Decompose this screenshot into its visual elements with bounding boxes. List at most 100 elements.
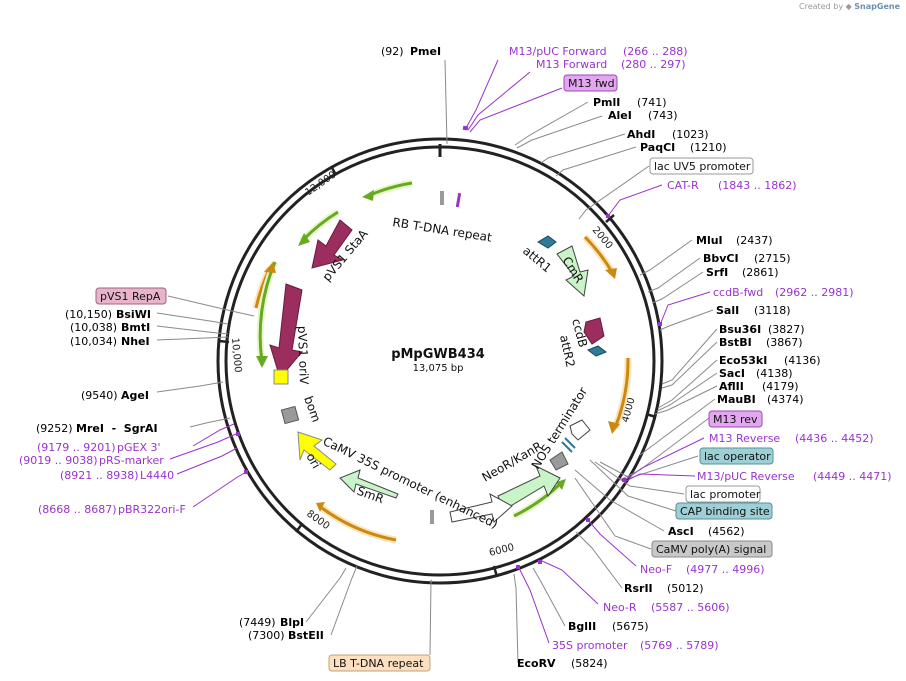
leader-agei <box>156 381 224 393</box>
leader-lacop <box>599 455 699 479</box>
leader-bsiwi <box>156 312 229 325</box>
enzyme-name-bsu36i: Bsu36I <box>719 323 761 336</box>
primer-name-cat-r: CAT-R <box>667 179 699 192</box>
enzyme-pos-bbvci: (2715) <box>754 252 791 265</box>
bom-box <box>280 405 300 425</box>
nos-term-arrow <box>569 419 591 441</box>
leader-sali <box>659 309 714 331</box>
enzyme-pos-pmei: (92) <box>381 45 404 58</box>
leader-nhei <box>156 336 229 341</box>
leader-srfi <box>651 271 704 304</box>
enzyme-name-bbvci: BbvCI <box>703 252 739 265</box>
leader-mrei <box>189 417 231 428</box>
lb-gray-mark <box>430 510 434 524</box>
enzyme-pos-bsiwi: (10,150) <box>65 308 112 321</box>
leader-cat-r <box>607 184 663 217</box>
enzyme-pos-ecorv: (5824) <box>571 657 608 670</box>
primer-name-neo-f: Neo-F <box>640 563 672 576</box>
arc-bottom-orange <box>319 505 397 544</box>
arrowhead-right-orange-2 <box>608 421 620 434</box>
primer-mark-m13rev <box>622 478 626 482</box>
enzyme-pos-asci: (4562) <box>708 525 745 538</box>
primer-name-l4440: L4440 <box>140 469 174 482</box>
enzyme-name-rsrii: RsrII <box>624 582 653 595</box>
enzyme-pos-eco53ki: (4136) <box>784 354 821 367</box>
leader-rsrii <box>575 531 623 589</box>
label-bom: bom <box>301 394 323 424</box>
enzyme-name-paqci: PaqCI <box>640 141 675 154</box>
primer-mark-neof <box>586 518 590 522</box>
primer-name-prs: pRS-marker <box>99 454 164 467</box>
arrowhead-bottom-green <box>556 479 566 490</box>
primer-range-m13puc-rev: (4449 .. 4471) <box>813 470 892 483</box>
primer-range-prs: (9019 .. 9038) <box>19 454 98 467</box>
primer-mark-ccdb <box>658 322 662 326</box>
enzyme-pos-aflii: (4179) <box>762 380 799 393</box>
leader-pbr322 <box>192 471 247 508</box>
leader-35s <box>517 565 550 644</box>
enzyme-name-bglii: BglII <box>568 620 596 633</box>
credit-brand: SnapGene <box>854 2 900 11</box>
enzyme-name-sali: SalI <box>716 304 739 317</box>
primer-name-m13puc-fwd: M13/pUC Forward <box>509 45 607 58</box>
primer-range-m13-fwd: (280 .. 297) <box>621 58 686 71</box>
enzyme-pos-srfi: (2861) <box>742 266 779 279</box>
arrowhead-bottom-orange <box>316 502 325 512</box>
arc-bottom-green-inner <box>513 482 562 518</box>
enzyme-name-nhei: NheI <box>121 335 150 348</box>
tick-label-10000: 10,000 <box>229 337 243 373</box>
box-label-m13rev: M13 rev <box>713 413 758 426</box>
label-attr1: attR1 <box>520 244 554 276</box>
leader-m13puc-rev <box>623 473 696 483</box>
primer-leaders <box>169 59 711 644</box>
enzyme-pos-agei: (9540) <box>81 389 118 402</box>
enzyme-leaders <box>156 59 718 664</box>
arrowhead-staa <box>298 233 310 246</box>
enzyme-name-agei: AgeI <box>121 389 149 402</box>
box-camvpa <box>651 540 773 558</box>
primer-name-35s: 35S promoter <box>552 639 628 652</box>
box-label-repa: pVS1 RepA <box>100 290 161 303</box>
enzyme-pos-bsteii: (7300) <box>248 629 285 642</box>
primer-mark-rb <box>455 192 462 208</box>
enzyme-pos-sali: (3118) <box>754 304 791 317</box>
snapgene-logo-icon: ◆ <box>845 2 852 11</box>
arrowhead-left-green <box>256 356 268 368</box>
enzyme-name-bsiwi: BsiWI <box>116 308 151 321</box>
box-repa <box>95 287 167 305</box>
box-m13rev <box>708 410 763 428</box>
primer-mark-catr <box>606 214 610 218</box>
box-lbtdna <box>328 654 431 672</box>
enzyme-pos-maubi: (4374) <box>767 393 804 406</box>
smr-arrow <box>339 469 399 499</box>
primer-range-m13-reverse: (4436 .. 4452) <box>795 432 874 445</box>
leader-paqci <box>555 146 637 177</box>
box-label-cap: CAP binding site <box>680 505 770 518</box>
tick-6000 <box>492 565 499 578</box>
label-pvs1-oriv: pVS1 oriV <box>295 326 311 386</box>
box-label-m13fwd: M13 fwd <box>568 77 615 90</box>
enzyme-name-bmti: BmtI <box>121 321 150 334</box>
leader-bsteii <box>330 565 358 636</box>
enzyme-name-aflii: AflII <box>719 380 744 393</box>
enzyme-name-alei: AleI <box>608 109 632 122</box>
primer-range-pgex: (9179 .. 9201) <box>37 441 116 454</box>
enzyme-name-saci: SacI <box>719 367 745 380</box>
arrowhead-rb <box>362 190 374 201</box>
enzyme-pos-bmti: (10,038) <box>70 321 117 334</box>
box-label-lacop: lac operator <box>704 450 771 463</box>
enzyme-pos-nhei: (10,034) <box>70 335 117 348</box>
enzyme-pos-bstbi: (3867) <box>766 336 803 349</box>
leader-prs <box>169 433 237 460</box>
enzyme-name-asci: AscI <box>668 525 694 538</box>
enzyme-pos-rsrii: (5012) <box>667 582 704 595</box>
leader-bbvci <box>647 257 701 293</box>
ori-arrow <box>297 431 337 471</box>
primer-range-neo-r: (5587 .. 5606) <box>651 601 730 614</box>
primer-range-cat-r: (1843 .. 1862) <box>718 179 797 192</box>
label-attr2: attR2 <box>557 334 578 369</box>
tick-label-6000: 6000 <box>488 542 515 559</box>
enzyme-pos-paqci: (1210) <box>690 141 727 154</box>
primer-name-pbr322: pBR322ori-F <box>118 503 186 516</box>
